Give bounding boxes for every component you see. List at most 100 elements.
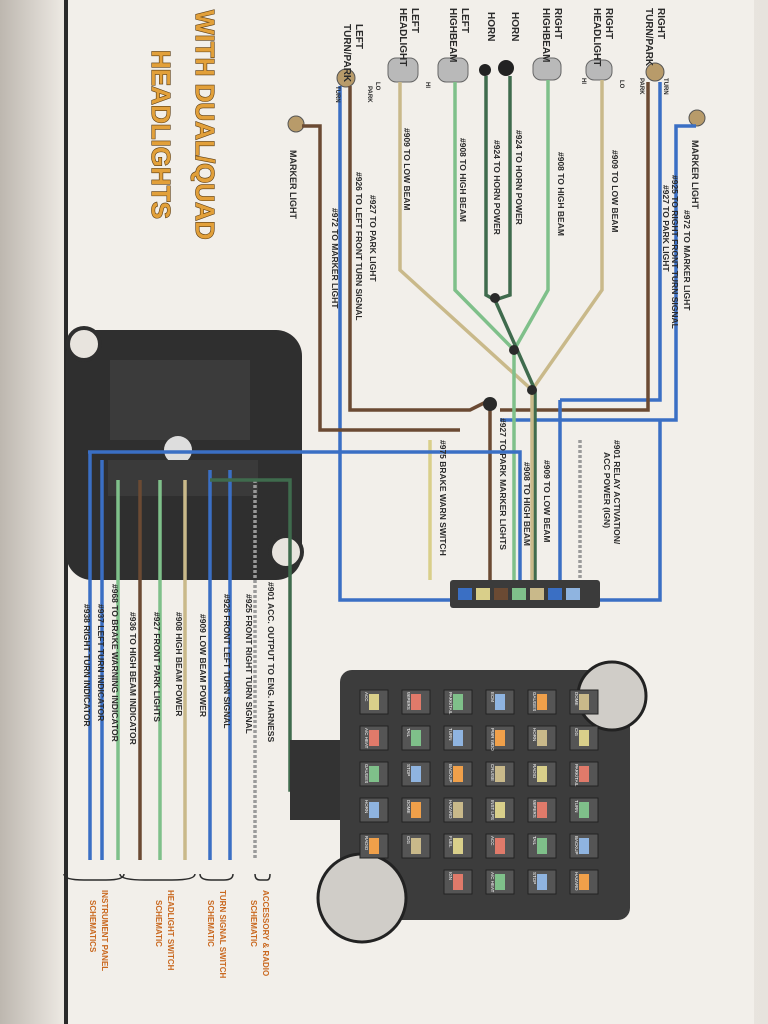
fuse-label: TAIL <box>406 728 411 738</box>
lamp-label-right-headlight-group: HEADLIGHT <box>591 8 602 66</box>
lamp-label-left-headlight-group: LEFT <box>409 8 420 33</box>
fuse <box>411 730 421 746</box>
fuse-label-group: TAIL <box>406 728 411 738</box>
fuse-label-group: ACC <box>490 836 495 846</box>
fuse-label-group: ECM <box>490 692 495 702</box>
harness-label: #901 ACC. OUTPUT TO ENG. HARNESS <box>266 582 276 742</box>
fuse-label: HAZARD <box>448 800 453 819</box>
fuse <box>411 838 421 854</box>
fuse-label: HAZARD <box>574 872 579 891</box>
fuse-label: A/C HEAT <box>490 872 495 893</box>
mid-label-909: #909 TO LOW BEAM <box>542 460 552 543</box>
fuse-label: ACC <box>490 836 495 846</box>
wire-label-w908_left: #908 TO HIGH BEAM <box>458 138 468 222</box>
wire-label-w972_right-group: #972 TO MARKER LIGHT <box>682 210 692 311</box>
lamp-label-horn1: HORN <box>509 12 520 41</box>
wire-label-w972_right: #972 TO MARKER LIGHT <box>682 210 692 311</box>
fuse-label-group: TURN <box>574 800 579 813</box>
fuse-label-group: DOME <box>406 800 411 814</box>
fuse <box>453 838 463 854</box>
marker-light-left: MARKER LIGHT <box>288 150 298 219</box>
tag-turn: TURN <box>334 86 340 103</box>
harness-label-group: #936 TO HIGH BEAM INDICATOR <box>128 612 138 745</box>
fuse-label-group: WIPERS <box>532 800 537 818</box>
fuse-label-group: TAIL <box>532 836 537 846</box>
wire-label-w908_left-group: #908 TO HIGH BEAM <box>458 138 468 222</box>
junction-dots <box>483 293 537 411</box>
tag-hi-group: HI <box>424 82 430 88</box>
lamp-label-horn2: HORN <box>485 12 496 41</box>
wire-label-w924_b-group: #924 TO HORN POWER <box>492 140 502 235</box>
pin <box>566 588 580 600</box>
tag-hi-group: HI <box>580 78 586 84</box>
fuse <box>579 694 589 710</box>
switch-wires <box>88 450 522 860</box>
mid-label-901b-group: ACC POWER (IGN) <box>602 452 612 528</box>
harness-label: #926 FRONT LEFT TURN SIGNAL <box>222 594 232 729</box>
fuse-label-group: CRUISE <box>490 764 495 781</box>
harness-label: #909 LOW BEAM POWER <box>198 614 208 717</box>
tag-lo: LO <box>374 82 380 91</box>
fuse-label: CIG <box>574 728 579 737</box>
mid-label-927: #927 TO PARK MARKER LIGHTS <box>498 418 508 550</box>
harness-label: #936 TO HIGH BEAM INDICATOR <box>128 612 138 745</box>
wire-909-left <box>398 82 534 392</box>
schematic-ref-title: HEADLIGHT SWITCH <box>166 890 175 971</box>
fuse-label: RADIO <box>532 764 537 779</box>
fuse-label-group: STOP <box>406 764 411 776</box>
fuse-label: INST LPS <box>490 800 495 820</box>
fuse-label-group: PARK/TAIL <box>448 692 453 715</box>
mount-hole <box>268 534 304 570</box>
marker-light-right: MARKER LIGHT <box>690 140 700 209</box>
fuse <box>495 838 505 854</box>
fuse <box>411 766 421 782</box>
fuse-label: TAIL <box>532 836 537 846</box>
lamp-label-right-highbeam-group: HIGHBEAM <box>540 8 551 62</box>
headlight-switch <box>66 326 304 580</box>
marker-light-label: MARKER LIGHT <box>690 140 700 209</box>
schematic-ref-title-group: TURN SIGNAL SWITCH <box>218 890 227 979</box>
fuse-label-group: TURN <box>448 728 453 741</box>
fuse-label: HORN <box>532 728 537 741</box>
fuse-label: RADIO <box>364 836 369 851</box>
fuse <box>537 874 547 890</box>
fuse <box>537 730 547 746</box>
wire-909-right <box>530 80 604 392</box>
horn-icon-2 <box>479 64 491 76</box>
fuse <box>537 694 547 710</box>
lamp-label-left-headlight: LEFT <box>409 8 420 33</box>
harness-label: #968 TO BRAKE WARNING INDICATOR <box>110 584 120 742</box>
fuse-label-group: CIG <box>574 728 579 737</box>
harness-label: #937 LEFT TURN INDICATOR <box>96 604 106 721</box>
fuse <box>579 730 589 746</box>
top-labels: RIGHTTURN/PARKRIGHTHEADLIGHTRIGHTHIGHBEA… <box>334 8 668 103</box>
tag-turn-group: TURN <box>334 86 340 103</box>
wire-label-w924_a: #924 TO HORN POWER <box>514 130 524 225</box>
fuse-label-group: ACC <box>364 692 369 702</box>
switch-terminals <box>108 460 258 496</box>
wire-switch-to-bulkhead <box>88 450 522 580</box>
pin <box>476 588 490 600</box>
schematic-ref-sub: SCHEMATIC <box>206 900 215 947</box>
fuse-label-group: PARK/TAIL <box>574 764 579 787</box>
mid-label-901b: ACC POWER (IGN) <box>602 452 612 528</box>
left-highbeam-lamp <box>437 57 469 83</box>
fuse <box>411 802 421 818</box>
mount-hole <box>66 326 102 362</box>
lamp-label-right-turn-park: RIGHT <box>655 8 666 39</box>
fuse-label: PWR WDO <box>490 728 495 751</box>
lamp-label-left-headlight-group: HEADLIGHT <box>397 8 408 66</box>
fuse-label-group: FUEL <box>448 836 453 848</box>
lamp-label-right-turn-park-group: TURN/PARK <box>643 8 654 67</box>
fuse-label: BACKUP <box>448 764 453 783</box>
wire-925 <box>560 82 662 402</box>
fuse-label-group: A/C HEAT <box>364 728 369 749</box>
lamp-label-left-turn-park: LEFT <box>353 24 364 49</box>
fuse-label: IGN <box>448 872 453 880</box>
schematic-ref-title: TURN SIGNAL SWITCH <box>218 890 227 979</box>
wire-marker-return <box>600 420 662 602</box>
harness-label-group: #909 LOW BEAM POWER <box>198 614 208 717</box>
